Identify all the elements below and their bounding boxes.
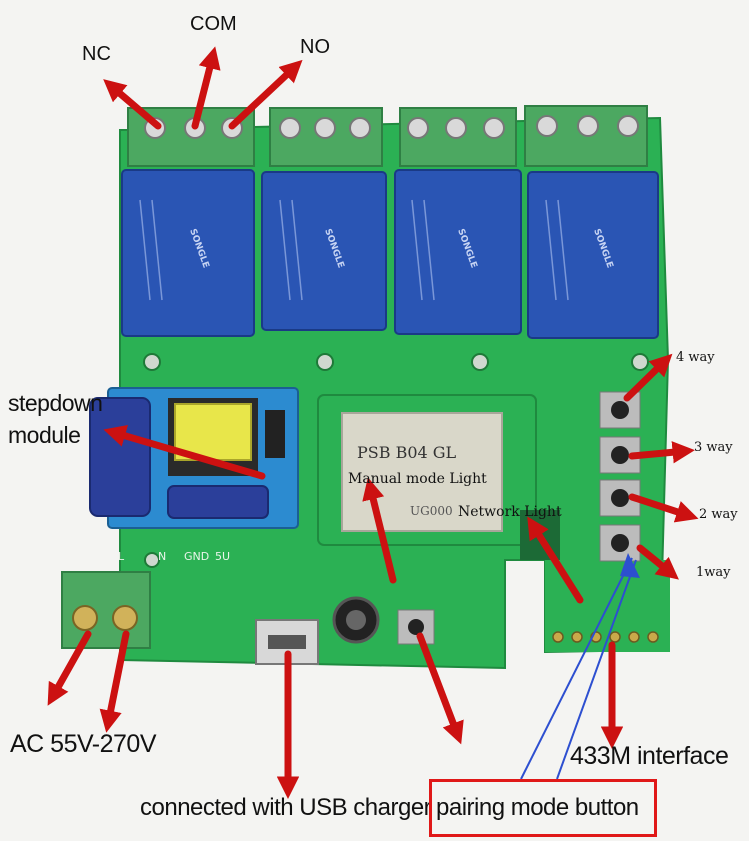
arrow-1way [636,544,679,580]
module-serial: UG000 [410,504,453,518]
annotation-arrows [47,46,699,799]
arrow-ac-right [99,630,130,733]
arrow-nc [103,79,162,130]
pairing-label-box [429,779,657,837]
label-pairing-mode-button: pairing mode button [436,794,639,821]
pcb-label-n: N [158,550,166,563]
label-no: NO [300,36,330,58]
arrow-ac-left [47,630,92,706]
label-4-way: 4 way [676,350,715,365]
label-2-way: 2 way [699,507,738,522]
label-1-way: 1way [696,565,731,580]
relay-terminal-blocks [127,105,648,167]
arrow-no [228,59,303,130]
module-label: PSB B04 GL [357,443,457,462]
arrow-network-light [527,516,584,604]
ac-terminal [61,571,151,649]
pcb-label-l: L [118,550,125,563]
label-network-light: Network Light [458,504,562,520]
pcb-label-5u: 5U [215,550,230,563]
label-usb-charger: connected with USB charger [140,794,432,821]
arrow-pairing [416,632,464,745]
arrow-manual-light [362,477,397,584]
relays: SONGLE SONGLE SONGLE SONGLE [121,169,659,339]
label-3-way: 3 way [694,440,733,455]
label-nc: NC [82,43,111,65]
label-ac-voltage: AC 55V-270V [10,730,157,758]
label-com: COM [190,13,237,35]
arrow-4way [623,353,673,402]
label-stepdown-line2: module [8,422,81,448]
label-433m-interface: 433M interface [570,742,729,770]
arrow-stepdown [103,425,266,480]
pairing-pointer-lines [520,557,637,780]
label-manual-mode-light: Manual mode Light [348,471,487,487]
header-433m [552,631,659,643]
capacitor [332,596,380,644]
arrow-com [191,46,221,130]
pcb-label-gnd: GND [184,550,209,563]
label-stepdown-line1: stepdown [8,390,103,416]
arrow-2way [628,493,699,523]
pairing-button [397,609,435,645]
arrow-3way [628,441,695,464]
